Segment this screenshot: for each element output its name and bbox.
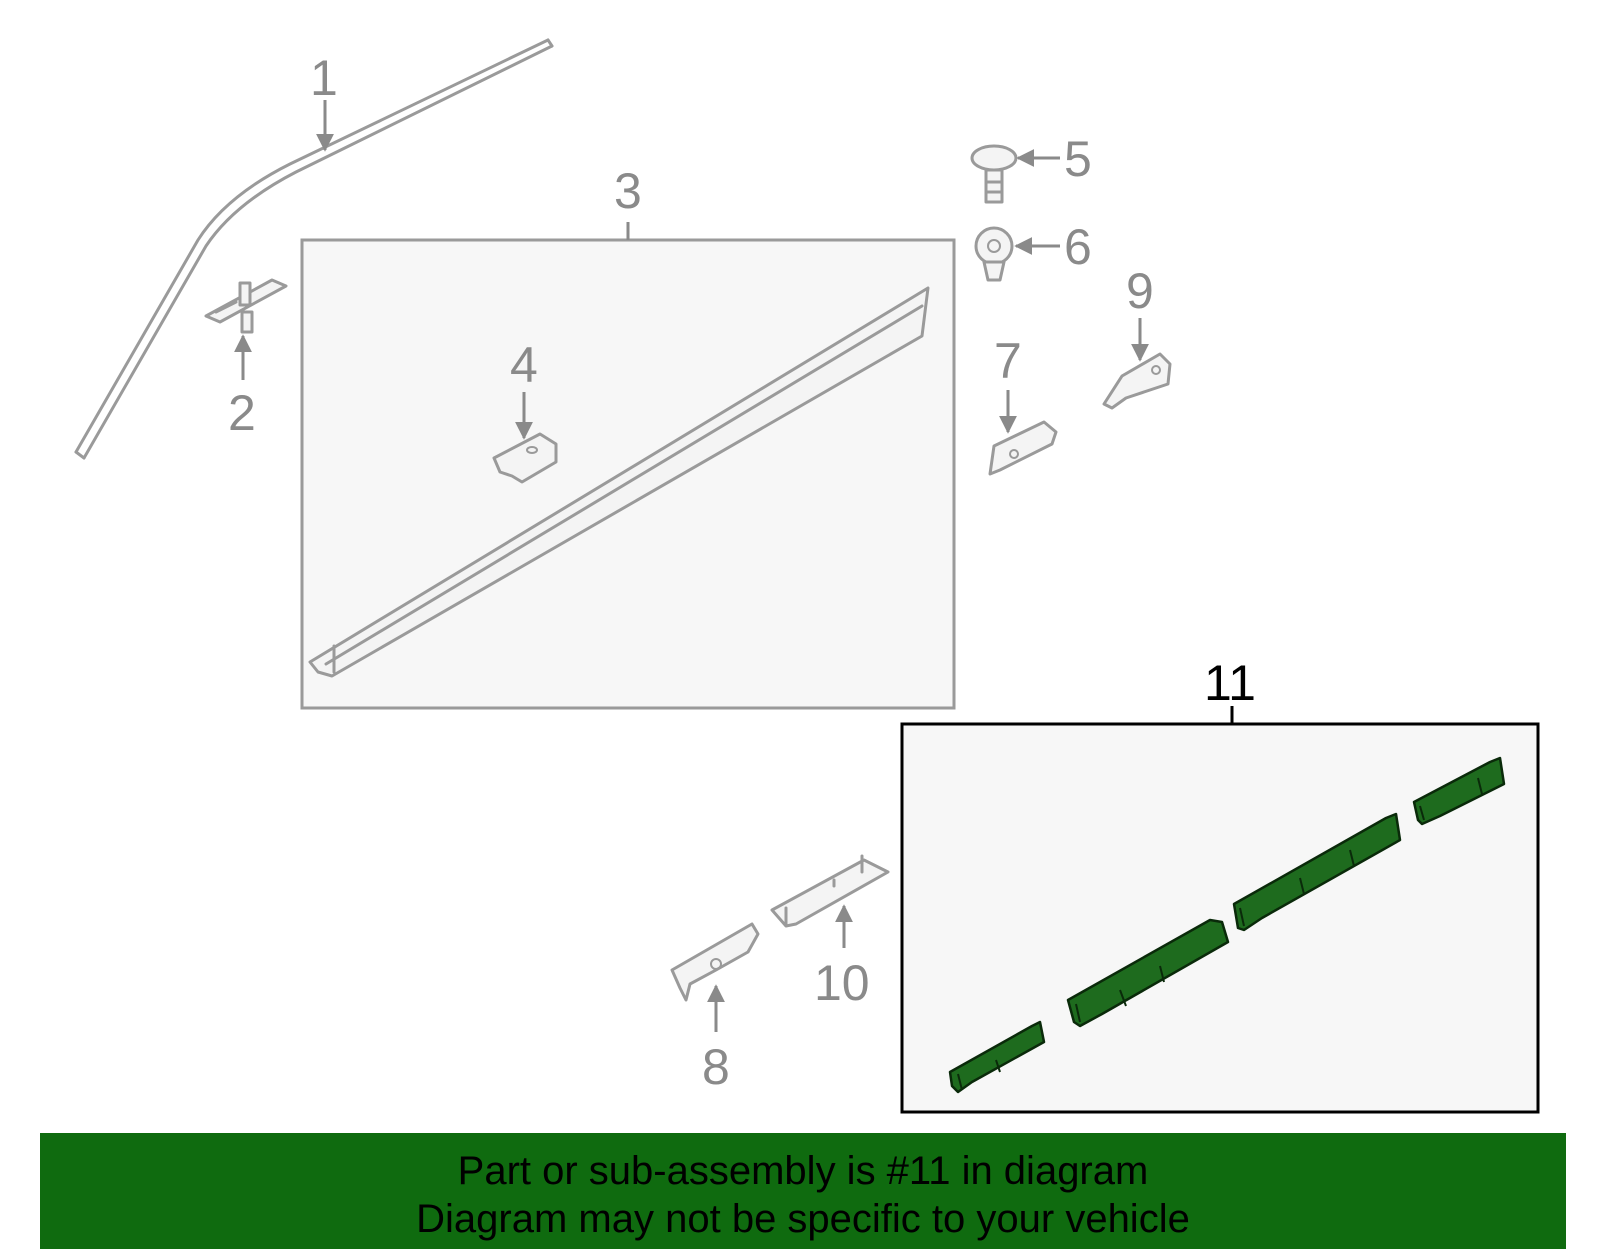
- part-6-push-clip: [974, 226, 1014, 282]
- part-11-segment-2: [1066, 918, 1230, 1028]
- info-banner: Part or sub-assembly is #11 in diagram D…: [40, 1133, 1566, 1249]
- callout-5: 5: [1064, 131, 1092, 187]
- part-4-bracket: [492, 432, 558, 484]
- part-5-screw: [970, 144, 1018, 204]
- callout-6: 6: [1064, 219, 1092, 275]
- part-3-side-moulding: [308, 286, 930, 678]
- part-7-bracket: [988, 420, 1058, 476]
- part-9-bracket: [1102, 352, 1172, 410]
- callout-1: 1: [310, 50, 338, 106]
- callout-7: 7: [994, 333, 1022, 389]
- part-11-segment-3: [1232, 812, 1402, 932]
- callout-3: 3: [614, 163, 642, 219]
- part-1-moulding: [74, 38, 554, 460]
- part-11-segment-1: [948, 1020, 1046, 1094]
- callout-9: 9: [1126, 263, 1154, 319]
- part-10-channel: [770, 854, 890, 928]
- callout-10: 10: [814, 955, 870, 1011]
- part-11-clip-set[interactable]: [948, 756, 1506, 1094]
- callout-8: 8: [702, 1039, 730, 1095]
- callout-11: 11: [1204, 655, 1256, 711]
- callout-4: 4: [510, 337, 538, 393]
- part-11-segment-4: [1412, 756, 1506, 826]
- callout-2: 2: [228, 385, 256, 441]
- part-2-clip: [204, 278, 288, 334]
- banner-line-2: Diagram may not be specific to your vehi…: [416, 1197, 1190, 1241]
- banner-line-1: Part or sub-assembly is #11 in diagram: [457, 1149, 1149, 1193]
- part-8-bracket: [670, 922, 760, 1002]
